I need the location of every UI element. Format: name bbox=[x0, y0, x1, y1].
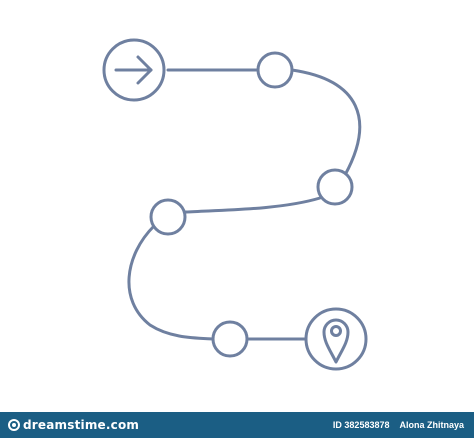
waypoint-3 bbox=[149, 198, 187, 236]
map-pin-icon bbox=[322, 318, 350, 364]
end-node bbox=[304, 307, 368, 371]
arrow-right-icon bbox=[114, 55, 153, 85]
waypoint-2 bbox=[316, 168, 354, 206]
start-node bbox=[102, 38, 166, 102]
footer-bar: dreamstime.com ID 382583878 Alona Zhitna… bbox=[0, 412, 474, 438]
dreamstime-logo: dreamstime.com bbox=[8, 412, 139, 438]
logo-text: dreamstime.com bbox=[23, 418, 140, 432]
waypoint-1 bbox=[256, 51, 294, 89]
image-credits: ID 382583878 Alona Zhitnaya bbox=[333, 412, 464, 438]
author-credit: Alona Zhitnaya bbox=[399, 420, 464, 430]
route-illustration bbox=[102, 38, 368, 371]
dreamstime-logo-icon bbox=[8, 419, 20, 431]
route-path bbox=[127, 68, 362, 341]
image-id: ID 382583878 bbox=[332, 420, 390, 430]
waypoint-4 bbox=[211, 320, 249, 358]
